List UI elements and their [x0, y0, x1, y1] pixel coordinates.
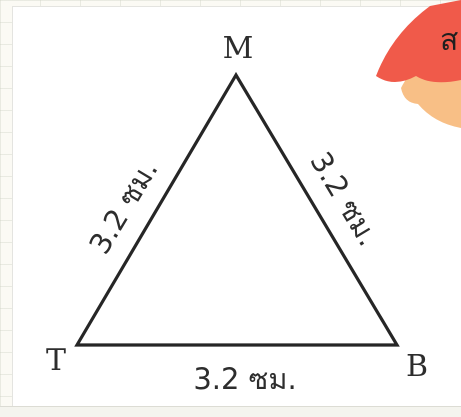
sticker-red-shape [376, 0, 461, 83]
equilateral-triangle [74, 71, 400, 347]
sticker-decoration: ส [376, 0, 461, 128]
side-label-right: 3.2 ซม. [303, 146, 385, 252]
vertex-label-bottom-right: B [406, 349, 428, 384]
side-label-bottom: 3.2 ซม. [193, 362, 296, 396]
sticker-text: ส [440, 23, 458, 58]
bottom-grid-strip [0, 406, 461, 417]
side-label-left: 3.2 ซม. [82, 154, 164, 260]
vertex-label-top: M [223, 31, 254, 66]
vertex-label-bottom-left: T [46, 343, 66, 378]
